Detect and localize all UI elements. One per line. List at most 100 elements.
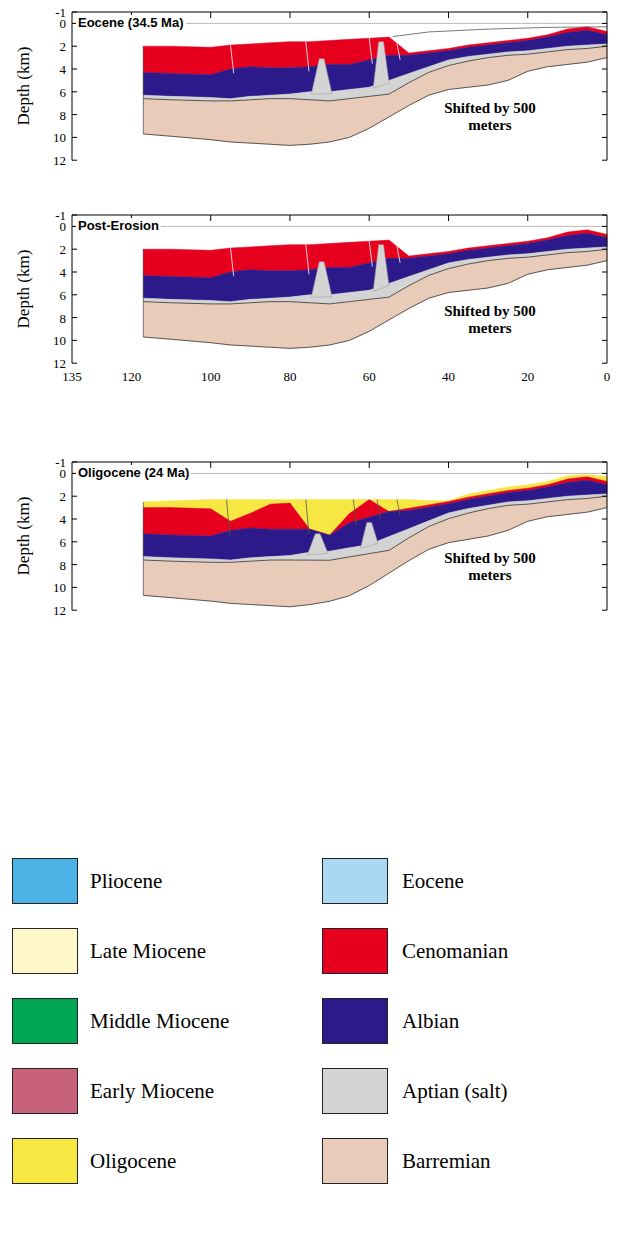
tick-mark	[210, 462, 211, 468]
tick-mark	[602, 462, 607, 463]
depth-tick-label: 4	[60, 266, 67, 279]
tick-mark	[369, 12, 370, 18]
left-axis	[72, 215, 73, 363]
depth-tick-label: 0	[60, 17, 67, 30]
tick-mark	[72, 564, 77, 565]
depth-tick-label: 12	[53, 604, 66, 617]
tick-mark	[602, 363, 607, 364]
depth-tick-label: 8	[60, 558, 67, 571]
left-axis	[72, 462, 73, 610]
tick-mark	[602, 519, 607, 520]
section-edge	[143, 46, 144, 134]
fault-line	[353, 500, 356, 526]
distance-tick-label: 20	[521, 369, 534, 385]
tick-mark	[602, 137, 607, 138]
legend-label: Early Miocene	[90, 1079, 214, 1104]
fault-line	[397, 43, 400, 59]
tick-mark	[72, 114, 77, 115]
legend-label: Pliocene	[90, 869, 162, 894]
legend-label: Aptian (salt)	[402, 1079, 508, 1104]
tick-mark	[289, 462, 290, 468]
depth-tick-label: 0	[60, 467, 67, 480]
tick-mark	[72, 272, 77, 273]
section-edge	[143, 249, 144, 337]
tick-mark	[602, 340, 607, 341]
salt-diapir	[311, 262, 332, 297]
tick-mark	[602, 317, 607, 318]
legend-label: Eocene	[402, 869, 464, 894]
tick-mark	[602, 215, 607, 216]
tick-mark	[602, 69, 607, 70]
tick-mark	[369, 215, 370, 221]
fault-line	[231, 45, 234, 73]
tick-mark	[72, 610, 77, 611]
eroded-surface	[393, 27, 607, 37]
legend-label: Oligocene	[90, 1149, 176, 1174]
depth-tick-label: 0	[60, 220, 67, 233]
depth-tick-label: 2	[60, 40, 67, 53]
layer-boundary	[143, 496, 607, 562]
depth-tick-label: 10	[53, 131, 66, 144]
fault-line	[231, 248, 234, 276]
depth-tick-label: 4	[60, 513, 67, 526]
depth-tick-label: 4	[60, 63, 67, 76]
top-axis	[72, 215, 607, 216]
panel-title: Oligocene (24 Ma)	[76, 465, 191, 480]
salt-diapir	[373, 42, 389, 89]
distance-tick-label: 60	[363, 369, 376, 385]
fault-line	[397, 246, 400, 262]
tick-mark	[527, 462, 528, 468]
salt-diapir	[307, 534, 328, 555]
tick-mark	[602, 91, 607, 92]
tick-mark	[602, 46, 607, 47]
tick-mark	[448, 215, 449, 221]
tick-mark	[72, 215, 77, 216]
cross-section-panel	[72, 462, 607, 610]
tick-mark	[602, 564, 607, 565]
tick-mark	[72, 137, 77, 138]
tick-mark	[72, 541, 77, 542]
tick-mark	[289, 215, 290, 221]
shift-note: Shifted by 500 meters	[438, 303, 542, 337]
tick-mark	[602, 587, 607, 588]
top-axis	[72, 12, 607, 13]
tick-mark	[602, 610, 607, 611]
rock-layer	[143, 496, 607, 607]
panel-title: Eocene (34.5 Ma)	[76, 15, 186, 30]
depth-tick-label: 2	[60, 490, 67, 503]
fault-line	[306, 42, 309, 72]
tick-mark	[72, 46, 77, 47]
tick-mark	[602, 249, 607, 250]
distance-tick-label: 135	[62, 369, 82, 385]
distance-tick-label: 0	[604, 369, 611, 385]
tick-mark	[369, 462, 370, 468]
salt-diapir	[311, 59, 332, 94]
tick-mark	[527, 215, 528, 221]
depth-tick-label: 8	[60, 311, 67, 324]
tick-mark	[602, 294, 607, 295]
legend-swatch	[12, 858, 78, 904]
fault-line	[397, 500, 400, 516]
axis-title: Depth (km)	[14, 497, 34, 576]
panel-title: Post-Erosion	[76, 218, 161, 233]
fault-line	[369, 38, 372, 63]
legend-label: Barremian	[402, 1149, 491, 1174]
rock-layer	[143, 46, 607, 145]
legend-swatch	[12, 928, 78, 974]
depth-tick-label: 8	[60, 108, 67, 121]
legend-swatch	[322, 928, 388, 974]
tick-mark	[72, 363, 77, 364]
tick-mark	[72, 69, 77, 70]
depth-tick-label: 10	[53, 581, 66, 594]
tick-mark	[72, 160, 77, 161]
fault-line	[306, 245, 309, 275]
depth-tick-label: 10	[53, 334, 66, 347]
top-axis	[72, 462, 607, 463]
tick-mark	[527, 12, 528, 18]
tick-mark	[602, 160, 607, 161]
tick-mark	[602, 114, 607, 115]
legend-swatch	[322, 1068, 388, 1114]
cross-section-panel	[72, 12, 607, 160]
fault-line	[377, 500, 380, 519]
